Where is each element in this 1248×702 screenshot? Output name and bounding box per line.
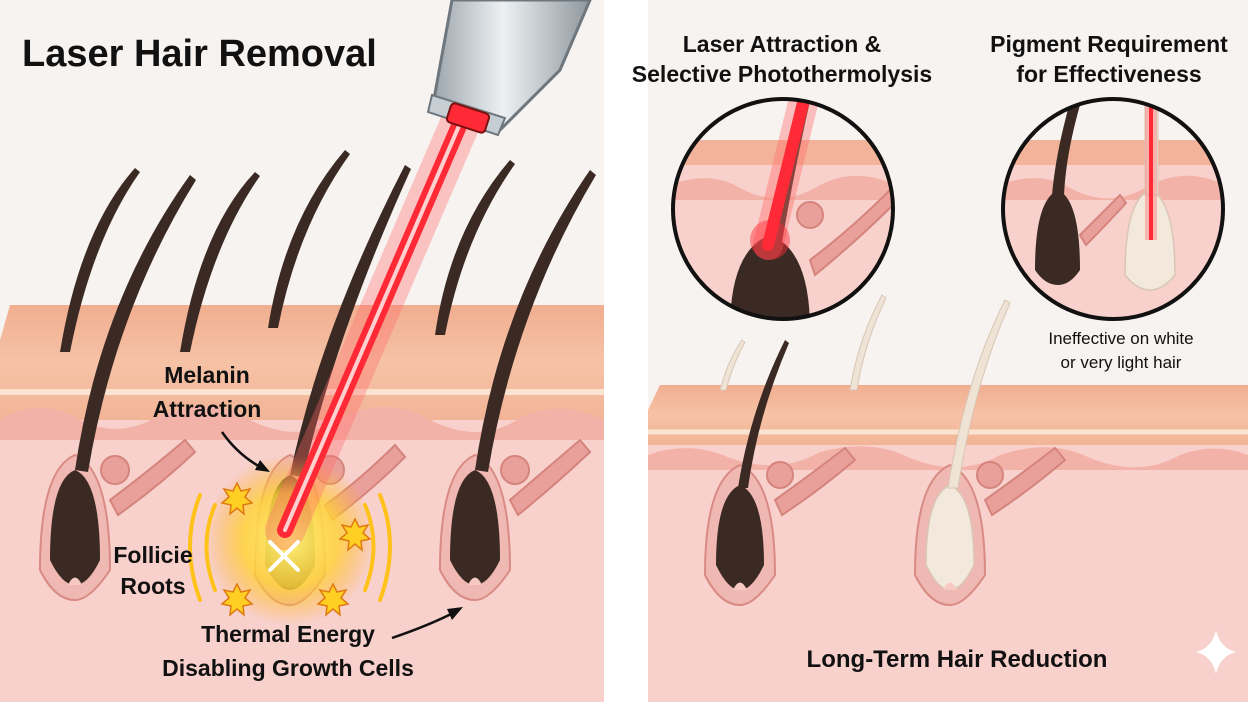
hair-shafts-right bbox=[719, 294, 1011, 489]
laser-handpiece-icon bbox=[426, 0, 592, 137]
inset-left-title-line1: Laser Attraction & bbox=[683, 31, 882, 57]
follicle-light-right bbox=[913, 463, 987, 607]
inset-laser-attraction bbox=[671, 97, 895, 321]
label-disabling-growth: Disabling Growth Cells bbox=[162, 655, 414, 681]
note-line1: Ineffective on white bbox=[1048, 329, 1193, 348]
left-panel: Laser Hair Removal Melanin Attraction Fo… bbox=[0, 0, 604, 702]
label-roots: Roots bbox=[120, 573, 185, 599]
page-title: Laser Hair Removal bbox=[22, 33, 377, 75]
note-line2: or very light hair bbox=[1061, 353, 1182, 372]
arrow-icon bbox=[255, 460, 270, 472]
thermal-glow bbox=[205, 455, 375, 625]
arrow-icon bbox=[447, 607, 463, 620]
starburst-icon bbox=[220, 481, 372, 617]
sparkle-icon bbox=[1196, 630, 1236, 674]
label-attraction: Attraction bbox=[153, 396, 262, 422]
inset-pigment-requirement bbox=[1001, 97, 1225, 321]
follicle-left bbox=[38, 453, 112, 602]
skin-surface-right bbox=[648, 385, 1248, 445]
follicle-right bbox=[438, 453, 512, 602]
heat-waves bbox=[188, 493, 392, 602]
label-thermal-energy: Thermal Energy bbox=[201, 621, 375, 647]
inset-left-title-line2: Selective Photothermolysis bbox=[632, 61, 932, 87]
hair-shafts bbox=[60, 150, 596, 477]
inset-right-title-line2: for Effectiveness bbox=[1016, 61, 1201, 87]
inset-right-title-line1: Pigment Requirement bbox=[990, 31, 1228, 57]
right-panel: Laser Attraction & Selective Photothermo… bbox=[632, 0, 1248, 702]
label-melanin: Melanin bbox=[164, 362, 250, 388]
panel-divider bbox=[604, 0, 648, 702]
label-follicle: Follicie bbox=[113, 542, 192, 568]
x-mark-icon bbox=[268, 540, 300, 572]
laser-beam bbox=[265, 85, 488, 550]
bottom-label: Long-Term Hair Reduction bbox=[807, 646, 1108, 673]
arrector-muscles-right bbox=[766, 446, 1067, 517]
follicle-dark-right bbox=[703, 463, 777, 607]
